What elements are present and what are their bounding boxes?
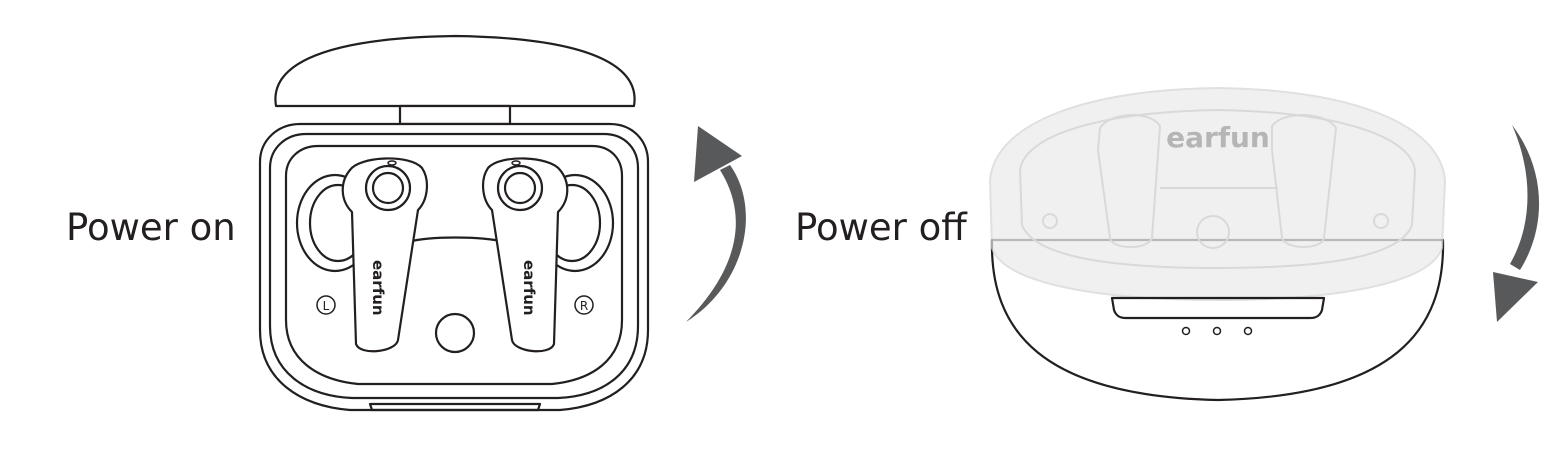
curved-arrow-down-icon bbox=[1493, 125, 1540, 322]
case-tray bbox=[284, 144, 624, 386]
left-earbud: earfun bbox=[341, 157, 428, 353]
led-2 bbox=[1212, 326, 1222, 336]
left-bud-logo: earfun bbox=[369, 260, 387, 316]
closed-case: earfun bbox=[988, 86, 1447, 402]
case-rim bbox=[268, 132, 640, 400]
left-marker: L bbox=[316, 295, 336, 315]
case-hinge bbox=[398, 104, 512, 126]
case-window bbox=[1110, 296, 1326, 320]
case-lid bbox=[274, 34, 636, 108]
ghost-right-bud bbox=[1271, 113, 1338, 248]
power-on-label: Power on bbox=[66, 206, 236, 249]
svg-text:L: L bbox=[323, 299, 330, 313]
ghost-left-marker bbox=[1042, 213, 1058, 229]
ghost-button bbox=[1196, 215, 1230, 249]
curved-arrow-up-icon bbox=[686, 126, 746, 322]
ghost-right-marker bbox=[1373, 213, 1389, 229]
svg-text:R: R bbox=[580, 299, 588, 313]
open-case: earfun earfun L R bbox=[258, 34, 650, 412]
ghost-left-bud bbox=[1096, 113, 1162, 248]
power-off-label: Power off bbox=[795, 206, 967, 249]
ghost-tray bbox=[1018, 108, 1417, 270]
led-1 bbox=[1181, 326, 1191, 336]
case-button bbox=[434, 312, 476, 354]
case-logo: earfun bbox=[1166, 121, 1270, 154]
right-marker: R bbox=[574, 295, 594, 315]
right-bud-logo: earfun bbox=[520, 260, 538, 316]
ghost-lid bbox=[988, 86, 1447, 302]
case-clasp bbox=[368, 402, 542, 412]
led-3 bbox=[1243, 326, 1253, 336]
right-earbud: earfun bbox=[482, 157, 569, 353]
